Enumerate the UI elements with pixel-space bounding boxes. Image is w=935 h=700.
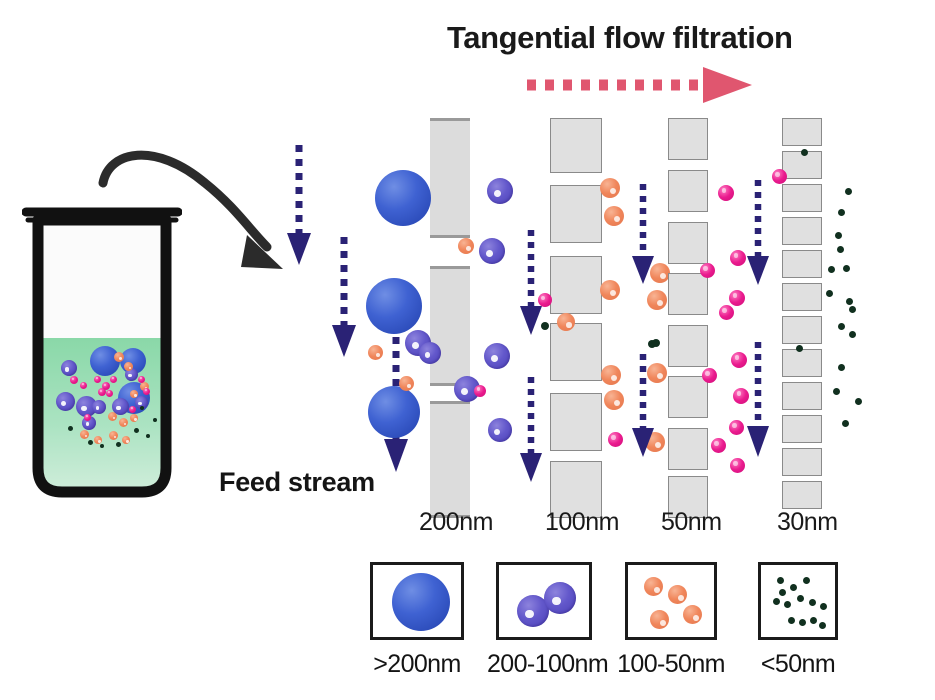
legend-box-gt200nm	[370, 562, 464, 640]
permeate-flow-arrow-200nm-b-icon	[518, 375, 544, 485]
membrane-label-30nm: 30nm	[777, 508, 838, 536]
tangential-flow-arrow-icon	[525, 66, 755, 104]
particle-size-legend: >200nm 200-100nm 100-50nm	[365, 562, 905, 692]
legend-box-lt50nm	[758, 562, 838, 640]
permeate-flow-arrow-50nm-icon	[745, 178, 771, 288]
transfer-curved-arrow-icon	[95, 135, 295, 275]
membrane-label-100nm: 100nm	[545, 508, 619, 536]
permeate-flow-arrow-100nm-icon	[630, 182, 656, 287]
permeate-flow-arrow-50nm-b-icon	[745, 340, 771, 460]
feed-stream-label: Feed stream	[219, 467, 375, 497]
permeate-flow-arrow-100nm-b-icon	[630, 352, 656, 460]
membrane-100nm	[550, 118, 602, 518]
legend-label-100-50nm: 100-50nm	[617, 650, 725, 678]
legend-box-200-100nm	[496, 562, 592, 640]
membrane-label-50nm: 50nm	[661, 508, 722, 536]
permeate-flow-arrow-200nm-icon	[518, 228, 544, 338]
legend-label-lt50nm: <50nm	[760, 650, 836, 678]
membrane-30nm	[782, 118, 822, 509]
membrane-50nm	[668, 118, 708, 518]
feed-flow-arrow-1-icon	[285, 143, 313, 268]
legend-label-200-100nm: 200-100nm	[487, 650, 609, 678]
legend-box-100-50nm	[625, 562, 717, 640]
feed-beaker	[21, 200, 183, 510]
membrane-200nm	[430, 118, 470, 518]
membrane-label-200nm: 200nm	[419, 508, 493, 536]
legend-label-gt200nm: >200nm	[373, 650, 461, 678]
feed-flow-arrow-2-icon	[330, 235, 358, 360]
figure-title: Tangential flow filtration	[447, 20, 793, 55]
